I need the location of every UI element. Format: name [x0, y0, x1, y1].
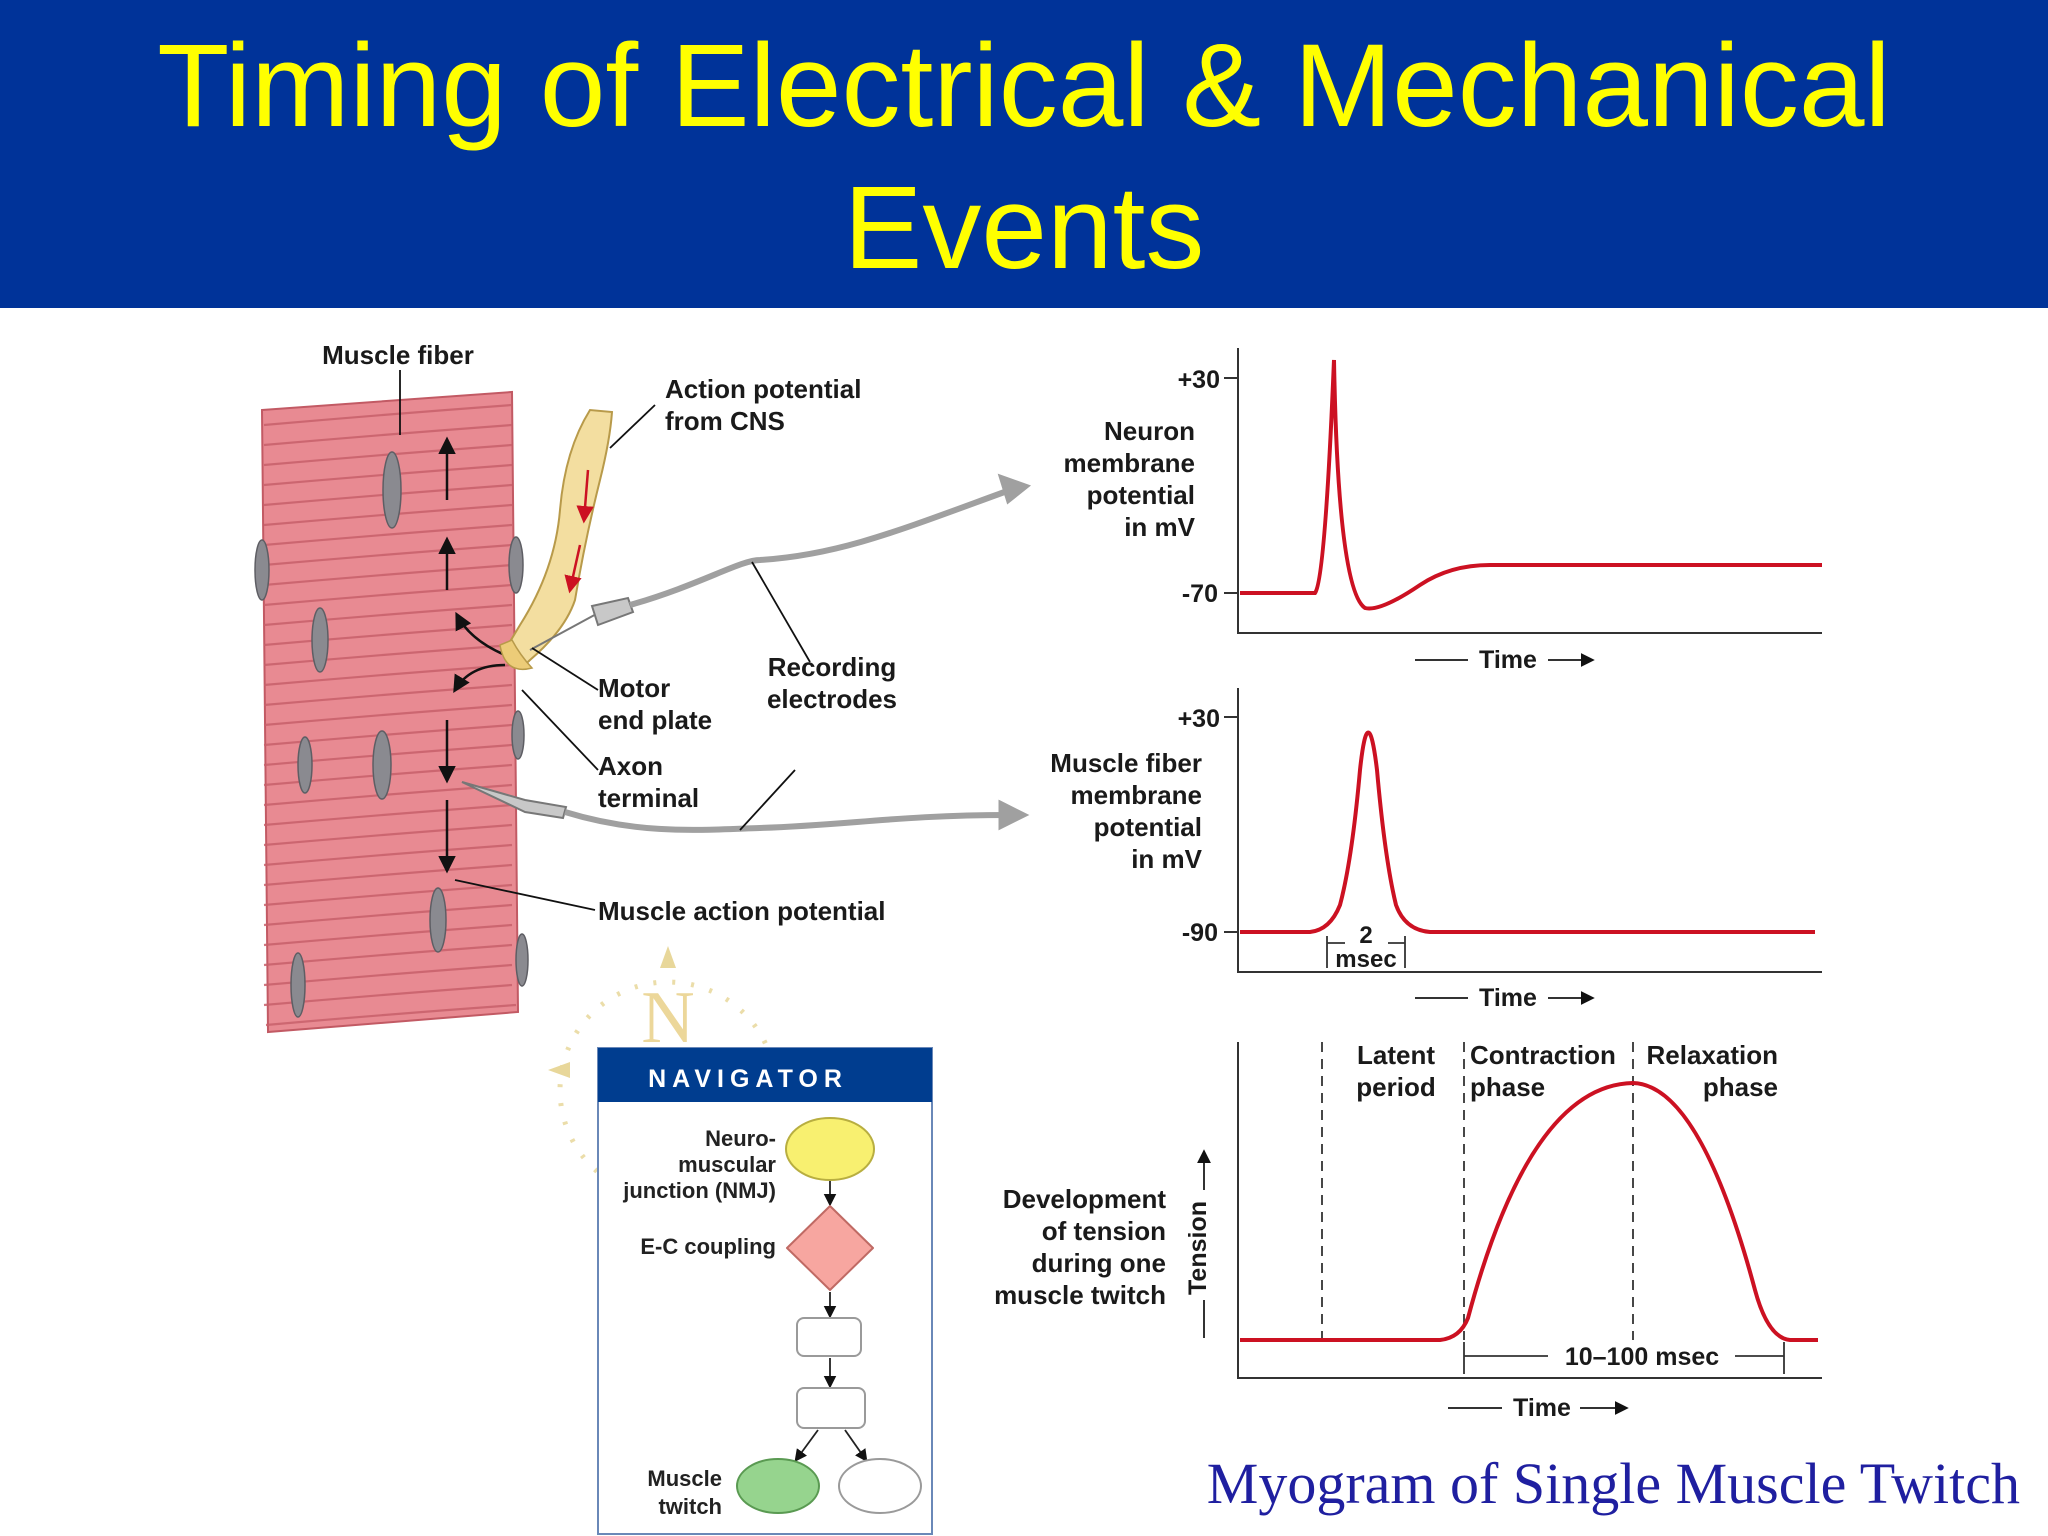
tension-xlabel: Time	[1513, 1394, 1571, 1422]
neuron-graph-axes	[1237, 348, 1822, 634]
label-motor-l2: end plate	[598, 705, 712, 735]
nav-twitch-oval	[736, 1458, 820, 1514]
leader-lines	[399, 370, 811, 911]
muscle-ylabel-l1: Muscle fiber	[1050, 748, 1202, 778]
neuron-ylabel-l1: Neuron	[1104, 416, 1195, 446]
label-axon-l1: Axon	[598, 751, 663, 781]
neuron-xlabel: Time	[1479, 646, 1537, 674]
muscle-duration-l1: 2	[1359, 922, 1372, 949]
muscle-duration-l2: msec	[1335, 946, 1396, 973]
muscle-tick-top: +30	[1178, 705, 1220, 733]
nav-step-box-1	[796, 1317, 862, 1357]
axon	[499, 408, 614, 670]
electrode-arrow-bottom	[998, 799, 1030, 831]
muscle-graph: +30 -90 Muscle fiber membrane potential …	[1050, 688, 1822, 1012]
label-axon-l2: terminal	[598, 783, 699, 813]
tension-desc-l3: during one	[1032, 1248, 1166, 1278]
slide-title-line1: Timing of Electrical & Mechanical	[157, 20, 1891, 152]
nav-nmj-l1: Neuro-	[705, 1126, 776, 1151]
nav-ec-diamond	[786, 1205, 874, 1291]
tension-graph-axes	[1237, 1042, 1822, 1379]
phase-latent-l2: period	[1356, 1072, 1435, 1102]
phase-latent-l1: Latent	[1357, 1040, 1435, 1070]
navigator-header: NAVIGATOR	[648, 1065, 848, 1093]
muscle-xlabel: Time	[1479, 984, 1537, 1012]
muscle-ap-arrows	[438, 436, 506, 874]
nav-twitch-l1: Muscle	[647, 1466, 722, 1491]
nav-blank-oval	[838, 1458, 922, 1514]
label-recording-l2: electrodes	[767, 684, 897, 714]
label-muscle-fiber: Muscle fiber	[322, 340, 474, 370]
twitch-duration-marker	[1463, 1342, 1785, 1374]
neuron-tick-top: +30	[1178, 366, 1220, 394]
neuron-graph: +30 -70 Neuron membrane potential in mV …	[1064, 348, 1822, 674]
label-action-potential-l2: from CNS	[665, 406, 785, 436]
electrode-tip-top	[590, 596, 635, 627]
neuron-ylabel-l4: in mV	[1124, 512, 1195, 542]
title-bar: Timing of Electrical & Mechanical Events	[0, 0, 2048, 308]
electrode-wire-top	[629, 487, 1012, 608]
electrode-arrow-top	[997, 473, 1032, 505]
tension-desc-l1: Development	[1003, 1184, 1167, 1214]
muscle-nuclei	[254, 451, 529, 1018]
label-recording-l1: Recording	[768, 652, 897, 682]
muscle-graph-axes	[1237, 688, 1822, 973]
phase-contraction-l1: Contraction	[1470, 1040, 1616, 1070]
neuron-ylabel-l3: potential	[1087, 480, 1195, 510]
tension-desc-l2: of tension	[1042, 1216, 1166, 1246]
axon-ap-arrows	[564, 469, 594, 594]
muscle-action-potential-trace	[1240, 730, 1815, 934]
navigator-logo-letter: N	[641, 977, 694, 1059]
nav-twitch-l2: twitch	[658, 1494, 722, 1519]
tension-ylabel: Tension	[1184, 1201, 1212, 1295]
phase-relaxation-l1: Relaxation	[1647, 1040, 1779, 1070]
electrode-wire-bottom	[564, 809, 1011, 833]
electrode-tip-bottom	[461, 781, 568, 820]
muscle-ylabel-l2: membrane	[1071, 780, 1203, 810]
phase-contraction-l2: phase	[1470, 1072, 1545, 1102]
nav-nmj-oval	[785, 1117, 875, 1181]
neuron-tick-bottom: -70	[1182, 580, 1218, 608]
twitch-duration: 10–100 msec	[1565, 1343, 1719, 1371]
muscle-ylabel-l4: in mV	[1131, 844, 1202, 874]
label-muscle-action-potential: Muscle action potential	[598, 896, 886, 926]
nav-step-box-2	[796, 1387, 866, 1429]
muscle-fiber	[254, 390, 529, 1034]
slide-caption: Myogram of Single Muscle Twitch	[1206, 1451, 2020, 1516]
phase-relaxation-l2: phase	[1703, 1072, 1778, 1102]
label-action-potential-l1: Action potential	[665, 374, 861, 404]
tension-twitch-trace	[1240, 1080, 1818, 1342]
tension-graph: Latent period Contraction phase Relaxati…	[994, 1040, 1822, 1422]
muscle-duration-marker	[1326, 936, 1406, 968]
tension-desc-l4: muscle twitch	[994, 1280, 1166, 1310]
muscle-tick-bottom: -90	[1182, 919, 1218, 947]
motor-end-plate	[499, 639, 534, 670]
recording-electrodes	[461, 473, 1032, 833]
neuron-action-potential-trace	[1240, 359, 1822, 611]
nav-ec-coupling: E-C coupling	[640, 1234, 776, 1259]
neuron-ylabel-l2: membrane	[1064, 448, 1196, 478]
label-motor-l1: Motor	[598, 673, 670, 703]
navigator-panel: NAVIGATOR Neuro- muscular junction (NMJ)…	[597, 1047, 933, 1535]
muscle-ylabel-l3: potential	[1094, 812, 1202, 842]
slide-title-line2: Events	[843, 162, 1205, 294]
nav-nmj-l2: muscular	[678, 1152, 776, 1177]
nav-nmj-l3: junction (NMJ)	[622, 1178, 776, 1203]
diagram-area: Muscle fiber Action potential from CNS M…	[254, 340, 1822, 1535]
